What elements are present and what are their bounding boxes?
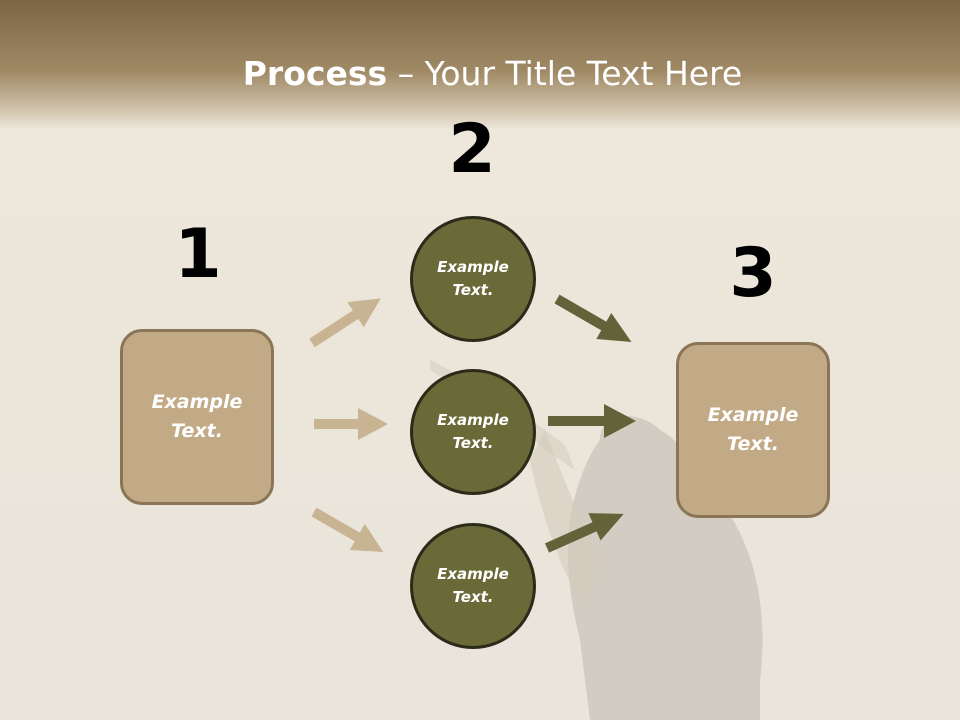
circle-top-line2: Text. xyxy=(452,281,494,299)
step-number-3: 3 xyxy=(729,234,777,313)
title-rest: – Your Title Text Here xyxy=(387,54,743,93)
right-box-line1: Example xyxy=(707,404,799,426)
circle-middle-line1: Example xyxy=(437,411,509,429)
step-number-2: 2 xyxy=(448,110,496,189)
arrow-top-to-right xyxy=(554,294,632,342)
arrow-left-to-bottom xyxy=(311,507,384,552)
title-bold: Process xyxy=(242,54,388,93)
circle-middle-line2: Text. xyxy=(452,434,494,452)
circle-top-line1: Example xyxy=(437,258,509,276)
right-box-line2: Text. xyxy=(727,433,779,455)
arrow-left-to-top xyxy=(309,298,381,348)
arrow-bottom-to-right xyxy=(544,513,624,553)
left-box-line1: Example xyxy=(151,391,243,413)
left-box-line2: Text. xyxy=(171,420,223,442)
header-band xyxy=(0,0,960,130)
arrow-middle-to-right xyxy=(548,404,636,438)
circle-bottom-line1: Example xyxy=(437,565,509,583)
slide-title: Process – Your Title Text Here xyxy=(0,52,960,96)
step-number-1: 1 xyxy=(174,215,222,294)
arrow-left-to-middle xyxy=(314,408,388,440)
circle-bottom-line2: Text. xyxy=(452,588,494,606)
